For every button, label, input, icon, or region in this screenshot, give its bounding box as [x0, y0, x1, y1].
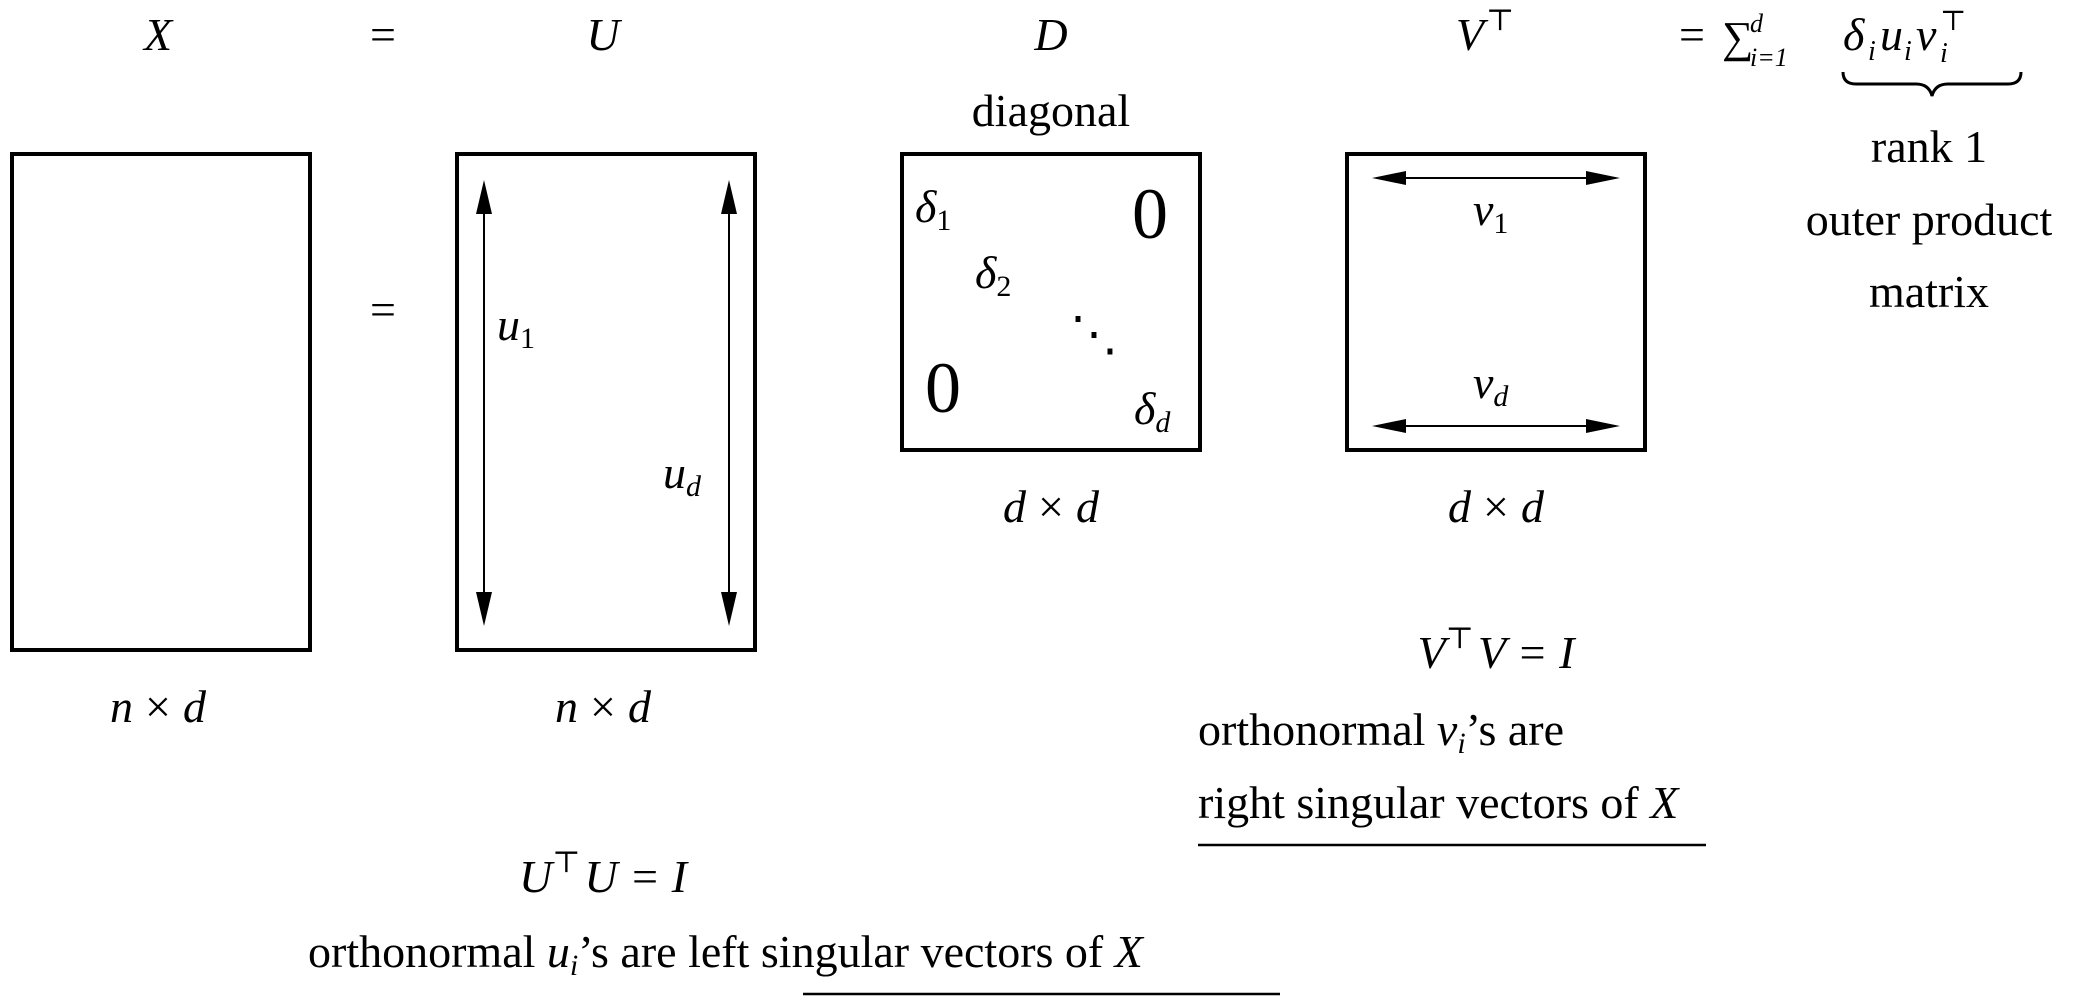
matrix-X [10, 152, 312, 652]
sum-lower: i=1 [1750, 43, 1788, 72]
header-equals-sum: = [1679, 9, 1705, 60]
sum-u: u [1880, 9, 1903, 60]
equals-middle: = [370, 284, 396, 335]
underbrace [1841, 71, 2023, 97]
dim-X: n×d [110, 681, 207, 732]
delta1: δ1 [915, 181, 951, 237]
v1-arrowhead-right [1586, 171, 1620, 185]
u1-arrowhead-top [476, 180, 492, 214]
VTV-equation: V⊤V = I [1418, 622, 1578, 678]
vd-label: vd [1473, 357, 1509, 413]
D-diagonal-label: diagonal [972, 85, 1130, 136]
v1-label: v1 [1473, 184, 1508, 240]
zero-bottom-left: 0 [925, 348, 961, 428]
ud-label: ud [663, 447, 702, 503]
vd-arrowhead-left [1372, 419, 1406, 433]
brace-label-line2: outer product [1806, 194, 2053, 245]
V-caption-line3: right singular vectors of X [1198, 777, 1680, 828]
sum-upper: d [1750, 9, 1764, 38]
brace-label-line3: matrix [1869, 266, 1989, 317]
sum-v-transpose: ⊤ [1940, 6, 1966, 37]
header-U: U [586, 9, 622, 60]
header-V: V [1456, 9, 1489, 60]
header-V-transpose: ⊤ [1486, 4, 1514, 37]
matrix-VT [1345, 152, 1647, 452]
header-D: D [1033, 9, 1067, 60]
sum-v: v [1916, 9, 1937, 60]
delta-d: δd [1134, 383, 1171, 439]
V-caption-line2: orthonormal vi’s are [1198, 704, 1564, 760]
sum-u-sub: i [1904, 36, 1912, 67]
sum-delta-sub: i [1868, 36, 1876, 67]
diagonal-dots: ⋱ [1070, 308, 1118, 361]
u1-arrowhead-bottom [476, 592, 492, 626]
matrix-D [900, 152, 1202, 452]
sum-v-sub: i [1940, 38, 1948, 69]
sum-symbol: ∑ [1722, 13, 1753, 62]
dim-U: n×d [555, 681, 652, 732]
dim-D: d×d [1003, 481, 1100, 532]
header-equals: = [370, 9, 396, 60]
ud-arrowhead-top [721, 180, 737, 214]
zero-top-right: 0 [1132, 174, 1168, 254]
sum-delta: δ [1843, 9, 1865, 60]
matrix-U [455, 152, 757, 652]
dim-VT: d×d [1448, 481, 1545, 532]
brace-label-line1: rank 1 [1871, 121, 1987, 172]
delta2: δ2 [975, 247, 1011, 303]
v1-arrowhead-left [1372, 171, 1406, 185]
u1-label: u1 [497, 299, 535, 355]
vd-arrowhead-right [1586, 419, 1620, 433]
U-caption-line2: orthonormal ui’s are left singular vecto… [308, 926, 1145, 982]
UTU-equation: U⊤U = I [519, 846, 690, 902]
ud-arrowhead-bottom [721, 592, 737, 626]
header-X: X [142, 9, 174, 60]
